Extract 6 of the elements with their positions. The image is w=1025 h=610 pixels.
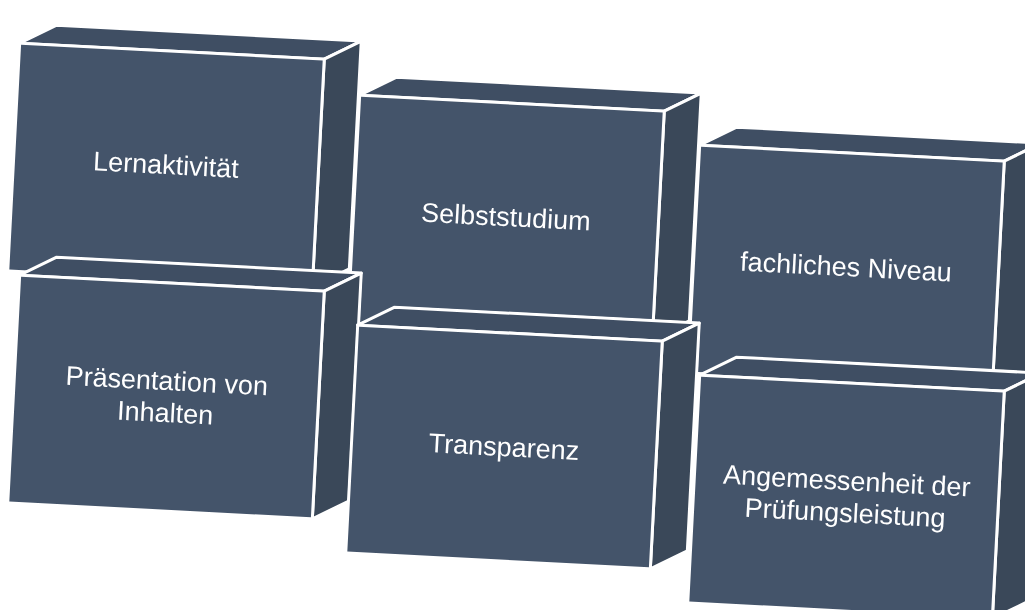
block-label: Angemessenheit der Prüfungsleistung	[721, 458, 973, 536]
block-label: Transparenz	[427, 426, 581, 468]
block-label: Selbststudium	[420, 196, 592, 238]
block-label: Präsentation von Inhalten	[63, 359, 270, 433]
block-label: fachliches Niveau	[739, 245, 953, 289]
block-label: Lernaktivität	[92, 145, 240, 185]
